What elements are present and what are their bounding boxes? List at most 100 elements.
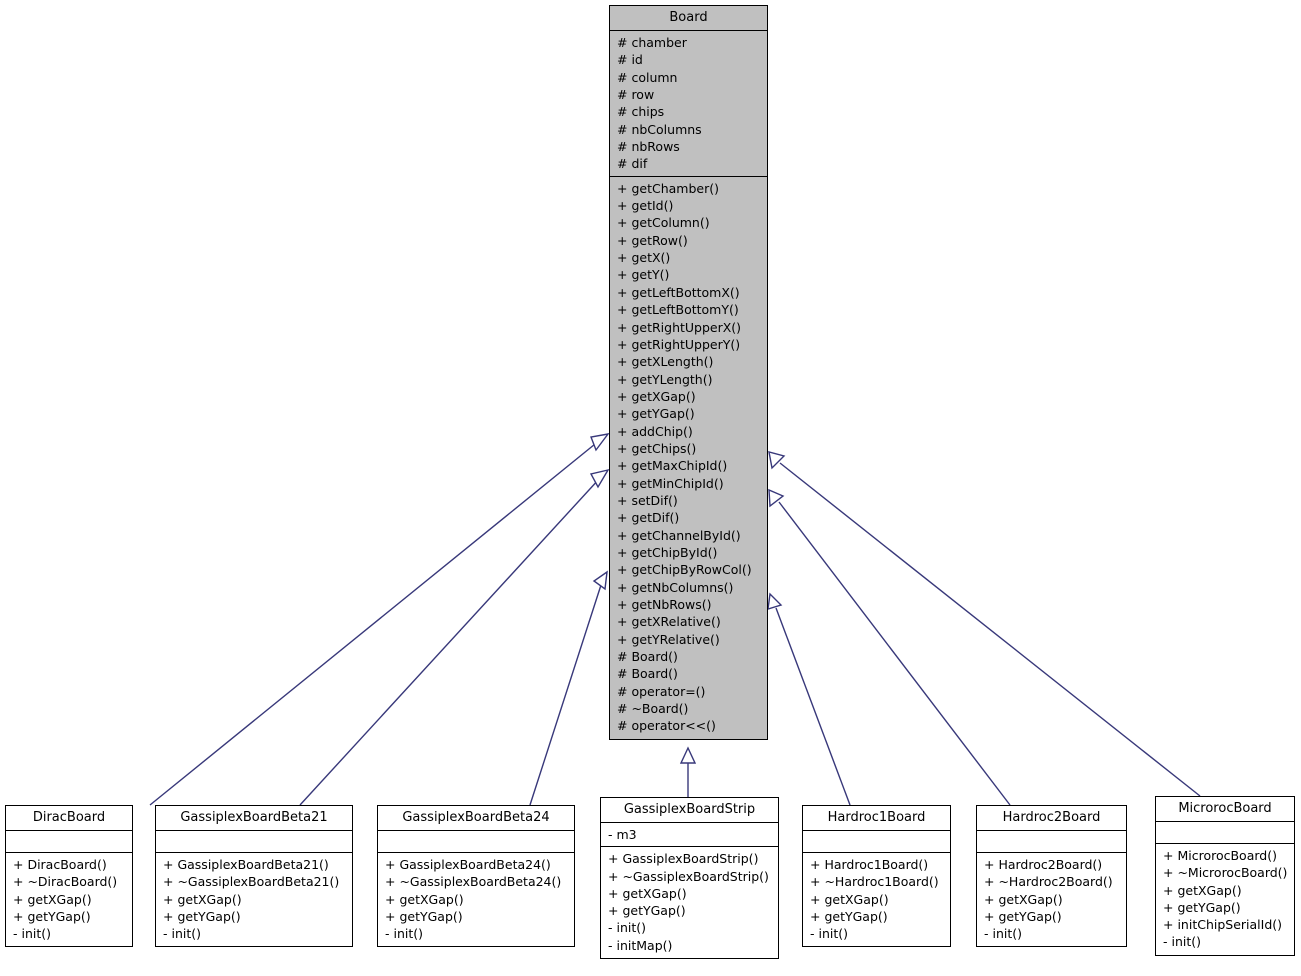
class-member-row: + getYGap(): [984, 908, 1062, 924]
class-box-gassiplexboardbeta24[interactable]: GassiplexBoardBeta24 + GassiplexBoardBet…: [377, 805, 575, 948]
class-member-row: + ~Hardroc1Board(): [810, 874, 939, 890]
class-member-row: # chamber: [617, 35, 687, 50]
class-member-row: + getXGap(): [13, 891, 92, 907]
class-box-board[interactable]: Board # chamber# id# column# row# chips#…: [609, 5, 768, 740]
class-member-row: + getYGap(): [163, 908, 241, 924]
class-title-hardroc1board: Hardroc1Board: [803, 806, 950, 831]
class-operations-gassiplexboardbeta24: + GassiplexBoardBeta24() + ~GassiplexBoar…: [378, 853, 574, 946]
class-member-row: + getColumn(): [617, 215, 710, 231]
class-member-row: # id: [617, 52, 643, 68]
class-member-row: - init(): [13, 926, 52, 942]
class-title-microrocboard: MicrorocBoard: [1156, 797, 1294, 822]
class-member-row: + getXGap(): [163, 891, 242, 907]
class-box-hardroc2board[interactable]: Hardroc2Board + Hardroc2Board()+ ~Hardro…: [976, 805, 1127, 948]
class-member-row: + getXLength(): [617, 354, 714, 370]
class-attributes-gassiplexboardbeta21: [156, 831, 352, 853]
class-attributes-board: # chamber# id# column# row# chips# nbCol…: [610, 31, 767, 177]
class-member-row: + initChipSerialId(): [1163, 917, 1283, 933]
class-member-row: + getChannelById(): [617, 527, 741, 543]
class-member-row: + Hardroc2Board(): [984, 857, 1103, 872]
class-member-row: + getNbRows(): [617, 597, 712, 612]
class-member-row: + GassiplexBoardBeta21(): [163, 857, 329, 872]
edge-microroc-to-board: [768, 451, 1201, 797]
class-member-row: + getYLength(): [617, 371, 713, 387]
class-operations-hardroc2board: + Hardroc2Board()+ ~Hardroc2Board()+ get…: [977, 853, 1126, 946]
class-member-row: + getChipById(): [617, 544, 718, 560]
class-member-row: + getXGap(): [984, 891, 1063, 907]
class-attributes-diracboard: [6, 831, 132, 853]
class-attributes-microrocboard: [1156, 822, 1294, 844]
edge-gbeta21-to-board: [299, 468, 610, 806]
class-member-row: # nbRows: [617, 139, 680, 155]
class-title-gassiplexboardbeta24: GassiplexBoardBeta24: [378, 806, 574, 831]
class-member-row: + getRightUpperY(): [617, 336, 741, 352]
class-box-microrocboard[interactable]: MicrorocBoard + MicrorocBoard() + ~Micror…: [1155, 796, 1295, 956]
class-member-row: + getXGap(): [1163, 882, 1242, 898]
class-attributes-gassiplexboardstrip: - m3: [601, 823, 778, 848]
class-member-row: - init(): [1163, 934, 1202, 950]
class-attributes-hardroc1board: [803, 831, 950, 853]
class-member-row: + getXGap(): [617, 388, 696, 404]
class-attributes-gassiplexboardbeta24: [378, 831, 574, 853]
class-box-gassiplexboardbeta21[interactable]: GassiplexBoardBeta21 + GassiplexBoardBet…: [155, 805, 353, 948]
class-member-row: + Hardroc1Board(): [810, 857, 929, 872]
class-member-row: # ~Board(): [617, 701, 689, 717]
class-member-row: + getYGap(): [608, 903, 686, 919]
class-member-row: + ~GassiplexBoardBeta21(): [163, 874, 340, 890]
class-member-row: + ~GassiplexBoardStrip(): [608, 868, 769, 884]
class-operations-board: + getChamber()+ getId()+ getColumn()+ ge…: [610, 177, 767, 739]
class-operations-gassiplexboardstrip: + GassiplexBoardStrip()+ ~GassiplexBoard…: [601, 847, 778, 958]
class-member-row: + GassiplexBoardStrip(): [608, 851, 759, 867]
class-title-hardroc2board: Hardroc2Board: [977, 806, 1126, 831]
edge-hardroc2-to-board: [768, 488, 1011, 806]
class-member-row: + getY(): [617, 267, 670, 283]
class-member-row: + getNbColumns(): [617, 579, 734, 595]
class-member-row: + getXGap(): [810, 891, 889, 907]
class-member-row: + getYGap(): [810, 908, 888, 924]
edge-gbeta24-to-board: [529, 570, 608, 806]
class-member-row: + getXRelative(): [617, 614, 721, 630]
class-operations-diracboard: + DiracBoard() + ~DiracBoard()+ getXGap()…: [6, 853, 132, 946]
class-member-row: - init(): [163, 926, 202, 942]
class-operations-microrocboard: + MicrorocBoard() + ~MicrorocBoard()+ get…: [1156, 844, 1294, 955]
class-member-row: + getLeftBottomX(): [617, 284, 740, 300]
class-member-row: + getYRelative(): [617, 631, 720, 647]
class-member-row: + getChamber(): [617, 180, 719, 196]
class-member-row: - init(): [984, 926, 1023, 942]
class-member-row: + DiracBoard(): [13, 857, 107, 872]
class-member-row: + getYGap(): [617, 406, 695, 422]
class-member-row: + getLeftBottomY(): [617, 302, 739, 318]
class-operations-hardroc1board: + Hardroc1Board()+ ~Hardroc1Board()+ get…: [803, 853, 950, 946]
class-box-diracboard[interactable]: DiracBoard + DiracBoard()+ ~DiracBoard()…: [5, 805, 133, 948]
class-member-row: + GassiplexBoardBeta24(): [385, 857, 551, 872]
class-title-gassiplexboardbeta21: GassiplexBoardBeta21: [156, 806, 352, 831]
class-title-gassiplexboardstrip: GassiplexBoardStrip: [601, 798, 778, 823]
class-member-row: + getMaxChipId(): [617, 458, 728, 474]
class-member-row: # row: [617, 87, 655, 103]
class-member-row: # Board(): [617, 649, 678, 665]
class-member-row: + getChipByRowCol(): [617, 562, 752, 578]
edge-hardroc1-to-board: [767, 592, 851, 806]
class-member-row: + ~DiracBoard(): [13, 874, 118, 890]
class-member-row: + ~MicrorocBoard(): [1163, 865, 1288, 881]
class-member-row: # chips: [617, 104, 665, 120]
class-member-row: # operator<<(): [617, 718, 716, 734]
class-member-row: + getChips(): [617, 440, 697, 456]
class-member-row: # column: [617, 69, 678, 85]
class-member-row: + setDif(): [617, 492, 678, 508]
class-member-row: # dif: [617, 156, 648, 172]
class-box-gassiplexboardstrip[interactable]: GassiplexBoardStrip - m3 + GassiplexBoar…: [600, 797, 779, 960]
class-member-row: - initMap(): [608, 937, 673, 953]
class-member-row: + getDif(): [617, 510, 680, 526]
class-member-row: + getXGap(): [385, 891, 464, 907]
class-member-row: + getRightUpperX(): [617, 319, 742, 335]
class-member-row: + getRow(): [617, 232, 688, 248]
class-member-row: + ~GassiplexBoardBeta24(): [385, 874, 562, 890]
class-box-hardroc1board[interactable]: Hardroc1Board + Hardroc1Board() + ~Hardro…: [802, 805, 951, 948]
class-member-row: # Board(): [617, 666, 678, 682]
class-member-row: + getId(): [617, 198, 674, 214]
class-member-row: + getMinChipId(): [617, 475, 724, 491]
edge-gstrip-to-board: [679, 746, 697, 797]
class-member-row: + MicrorocBoard(): [1163, 848, 1277, 863]
edge-dirac-to-board: [149, 433, 610, 806]
